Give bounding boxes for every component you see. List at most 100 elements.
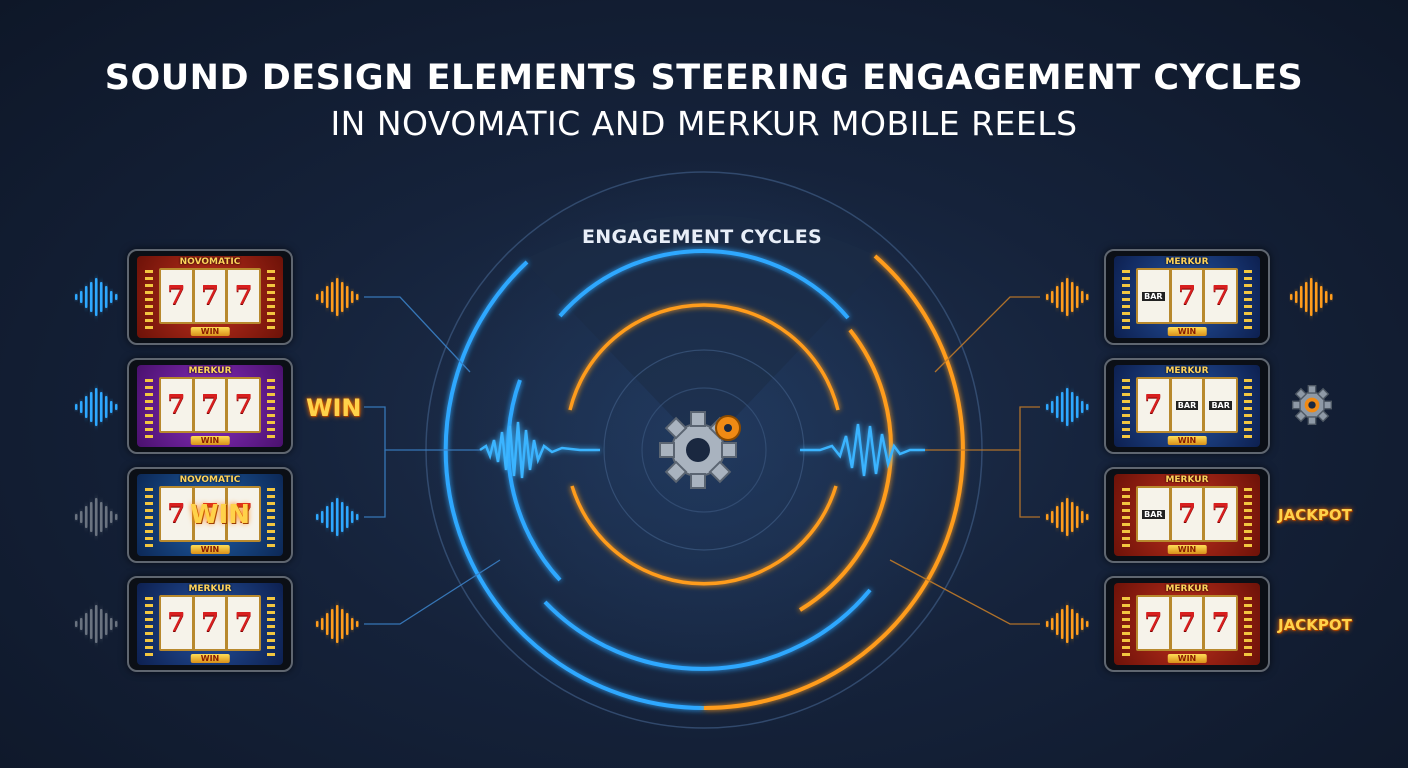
- brand-label: NOVOMATIC: [179, 257, 241, 267]
- reels: 7 7 7: [159, 268, 261, 324]
- right-phone-2: MERKUR 7 BAR BAR WIN: [1104, 358, 1270, 454]
- reels: 7 7 7: [1136, 595, 1238, 651]
- win-bar: WIN: [1167, 436, 1207, 445]
- reel: 7: [161, 488, 192, 540]
- engagement-cycles-label: ENGAGEMENT CYCLES: [582, 226, 822, 248]
- slot-screen: MERKUR 7 7 7 WIN: [1114, 583, 1260, 665]
- reel: BAR: [1138, 270, 1169, 322]
- sound-wave-icon: [316, 498, 359, 536]
- reels: 7 7 7: [159, 595, 261, 651]
- sound-wave-icon: [316, 278, 359, 316]
- win-badge: WIN: [306, 394, 362, 422]
- reels: BAR 7 7: [1136, 268, 1238, 324]
- win-bar: WIN: [190, 545, 230, 554]
- reel: 7: [228, 270, 260, 322]
- center-gear-icon: [659, 411, 741, 489]
- sound-wave-icon: [75, 388, 118, 426]
- sound-wave-icon: [75, 605, 118, 643]
- right-phone-3: MERKUR BAR 7 7 WIN: [1104, 467, 1270, 563]
- brand-label: MERKUR: [188, 366, 232, 376]
- blue-outer-arc: [443, 260, 705, 711]
- reel: 7: [161, 270, 192, 322]
- reel: 7: [1205, 270, 1237, 322]
- reel: 7: [194, 597, 226, 649]
- reel: 7: [194, 270, 226, 322]
- reel: BAR: [1138, 488, 1169, 540]
- orange-outer-arc: [703, 254, 965, 711]
- reel: 7: [1171, 597, 1203, 649]
- reel: 7: [1205, 488, 1237, 540]
- left-phone-1: NOVOMATIC 7 7 7 WIN: [127, 249, 293, 345]
- right-phone-1: MERKUR BAR 7 7 WIN: [1104, 249, 1270, 345]
- sound-wave-icon: [316, 605, 359, 643]
- sound-wave-icon: [1046, 498, 1089, 536]
- brand-label: MERKUR: [1165, 257, 1209, 267]
- right-connectors: [889, 296, 1040, 625]
- brand-label: MERKUR: [188, 584, 232, 594]
- reel-symbol: BAR: [1209, 400, 1232, 410]
- right-waveform: [800, 423, 925, 477]
- reel-symbol: BAR: [1142, 291, 1165, 301]
- reels: 7 7 7: [159, 486, 261, 542]
- win-bar: WIN: [190, 327, 230, 336]
- reel: 7: [1171, 488, 1203, 540]
- left-waveform: [479, 421, 600, 479]
- reels: 7 BAR BAR: [1136, 377, 1238, 433]
- reel: 7: [161, 379, 192, 431]
- slot-screen: MERKUR 7 7 7 WIN: [137, 583, 283, 665]
- win-bar: WIN: [1167, 654, 1207, 663]
- left-phone-2: MERKUR 7 7 7 WIN: [127, 358, 293, 454]
- sound-wave-icon: [75, 278, 118, 316]
- reel: BAR: [1205, 379, 1237, 431]
- reel: 7: [228, 488, 260, 540]
- reel: 7: [1171, 270, 1203, 322]
- reel: 7: [228, 379, 260, 431]
- sound-wave-icon: [1046, 278, 1089, 316]
- orange-middle-arc: [798, 328, 893, 612]
- slot-screen: NOVOMATIC 7 7 7 WIN WIN: [137, 474, 283, 556]
- gear-icon: [1291, 384, 1333, 426]
- jackpot-badge-2: JACKPOT: [1278, 616, 1352, 634]
- sound-wave-icon: [75, 498, 118, 536]
- reel: 7: [228, 597, 260, 649]
- left-connectors: [364, 296, 501, 625]
- reel: BAR: [1171, 379, 1203, 431]
- sound-wave-icon: [1290, 278, 1333, 316]
- blue-middle-arc: [558, 248, 850, 320]
- blue-lower-arc: [543, 588, 872, 671]
- page-subtitle: IN NOVOMATIC AND MERKUR MOBILE REELS: [330, 104, 1078, 143]
- slot-screen: MERKUR 7 BAR BAR WIN: [1114, 365, 1260, 447]
- left-phone-4: MERKUR 7 7 7 WIN: [127, 576, 293, 672]
- win-overlay: WIN: [189, 500, 251, 530]
- slot-screen: MERKUR BAR 7 7 WIN: [1114, 474, 1260, 556]
- reel: 7: [1205, 597, 1237, 649]
- reel-symbol: BAR: [1175, 400, 1199, 410]
- brand-label: MERKUR: [1165, 584, 1209, 594]
- win-bar: WIN: [1167, 327, 1207, 336]
- page-title: SOUND DESIGN ELEMENTS STEERING ENGAGEMEN…: [104, 58, 1304, 98]
- reel: 7: [1138, 379, 1169, 431]
- left-phone-3: NOVOMATIC 7 7 7 WIN WIN: [127, 467, 293, 563]
- sound-wave-icon: [1046, 388, 1089, 426]
- reel: 7: [1138, 597, 1169, 649]
- brand-label: MERKUR: [1165, 475, 1209, 485]
- sound-wave-icon: [1046, 605, 1089, 643]
- brand-label: NOVOMATIC: [179, 475, 241, 485]
- reel: 7: [194, 379, 226, 431]
- slot-screen: MERKUR BAR 7 7 WIN: [1114, 256, 1260, 338]
- win-bar: WIN: [190, 436, 230, 445]
- orange-inner-arc-bottom: [570, 485, 838, 586]
- win-bar: WIN: [1167, 545, 1207, 554]
- reel-symbol: BAR: [1142, 509, 1165, 519]
- reels: BAR 7 7: [1136, 486, 1238, 542]
- win-bar: WIN: [190, 654, 230, 663]
- jackpot-badge-1: JACKPOT: [1278, 506, 1352, 524]
- reel: 7: [161, 597, 192, 649]
- brand-label: MERKUR: [1165, 366, 1209, 376]
- slot-screen: NOVOMATIC 7 7 7 WIN: [137, 256, 283, 338]
- orange-inner-arc-top: [568, 303, 840, 411]
- slot-screen: MERKUR 7 7 7 WIN: [137, 365, 283, 447]
- blue-middle-arc-left: [506, 379, 562, 582]
- reel: 7: [194, 488, 226, 540]
